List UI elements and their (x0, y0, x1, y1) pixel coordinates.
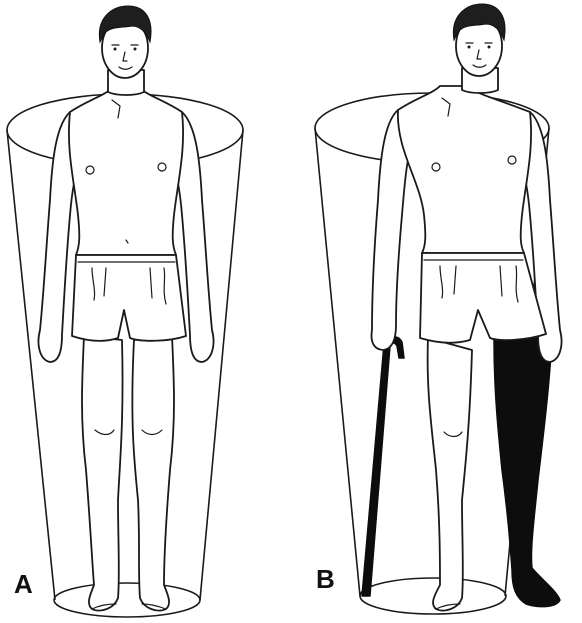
panel-b: B (315, 4, 562, 614)
walking-cane (362, 337, 404, 596)
panel-a: A (7, 6, 243, 617)
torso-b (398, 86, 531, 253)
left-leg (82, 336, 123, 611)
right-leg (132, 336, 174, 611)
prosthetic-leg (494, 334, 560, 606)
left-leg-b (428, 338, 472, 611)
shorts-b (420, 253, 546, 343)
shorts-a (72, 255, 186, 341)
panel-label-a: A (14, 569, 33, 599)
standing-figure-a (38, 6, 213, 611)
panel-label-b: B (316, 564, 335, 594)
